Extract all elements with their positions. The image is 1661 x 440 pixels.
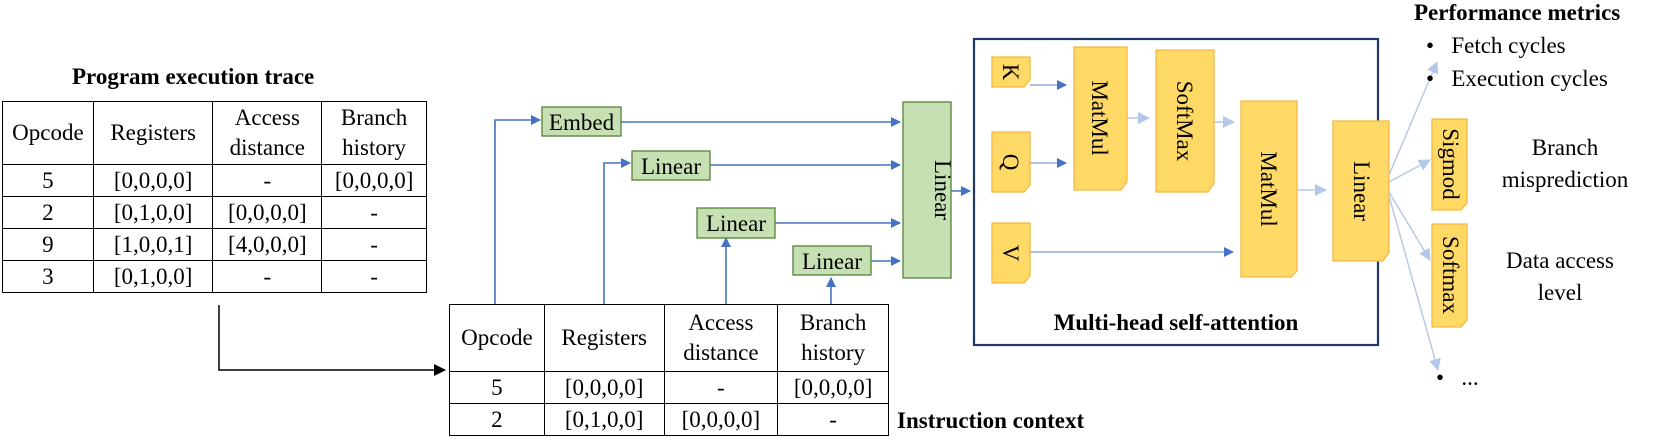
table-row: 5 [0,0,0,0] - [0,0,0,0] bbox=[2, 164, 427, 197]
branch-label-line1: Branch bbox=[1531, 135, 1599, 160]
metric-bullet-fetch: • Fetch cycles bbox=[1426, 33, 1566, 58]
table-cell: [0,1,0,0] bbox=[92, 196, 214, 229]
fanout-to-sigmoid-arrow bbox=[1388, 159, 1431, 183]
metric-bullet-more: • ... bbox=[1436, 365, 1479, 390]
table-cell: - bbox=[212, 260, 323, 293]
context-header-registers: Registers bbox=[543, 304, 665, 372]
k-label: K bbox=[998, 64, 1023, 81]
linear-branch-box bbox=[792, 245, 872, 276]
table-cell: [0,0,0,0] bbox=[212, 196, 323, 229]
linear-merge-box bbox=[902, 101, 952, 279]
table-cell: [0,0,0,0] bbox=[777, 371, 889, 404]
branch-label-line2: misprediction bbox=[1501, 167, 1629, 193]
matmul1-box bbox=[1073, 46, 1128, 191]
table-cell: 5 bbox=[449, 371, 545, 404]
trace-header-row: Opcode Registers Access distance Branch … bbox=[2, 101, 427, 165]
trace-to-context-arrow bbox=[218, 305, 446, 376]
table-row: 2 [0,1,0,0] [0,0,0,0] - bbox=[449, 403, 889, 436]
table-row: 9 [1,0,0,1] [4,0,0,0] - bbox=[2, 228, 427, 261]
table-cell: [0,0,0,0] bbox=[92, 164, 214, 197]
data-access-level-label: Data access level bbox=[1470, 245, 1650, 309]
table-cell: [0,0,0,0] bbox=[663, 403, 779, 436]
table-cell: - bbox=[777, 403, 889, 436]
opcode-to-embed-arrow bbox=[494, 115, 541, 304]
table-cell: [0,1,0,0] bbox=[92, 260, 214, 293]
table-cell: [4,0,0,0] bbox=[212, 228, 323, 261]
fanout-to-softmax-arrow bbox=[1388, 191, 1431, 261]
matmul2-label: MatMul bbox=[1256, 151, 1281, 226]
registers-to-linear-arrow bbox=[603, 158, 631, 304]
trace-title: Program execution trace bbox=[72, 64, 315, 89]
table-row: 5 [0,0,0,0] - [0,0,0,0] bbox=[449, 371, 889, 404]
softmax-label: SoftMax bbox=[1172, 81, 1197, 162]
linear-merge-label: Linear bbox=[930, 160, 955, 220]
sigmoid-head-box bbox=[1431, 118, 1468, 211]
linear-registers-box bbox=[631, 150, 711, 181]
data-label-line1: Data access bbox=[1506, 248, 1614, 273]
metric-exec-label: Execution cycles bbox=[1451, 66, 1608, 91]
table-cell: 5 bbox=[2, 164, 94, 197]
metrics-title: Performance metrics bbox=[1414, 0, 1621, 25]
softmax-box bbox=[1155, 49, 1215, 193]
attention-title: Multi-head self-attention bbox=[1054, 310, 1299, 335]
embed-box bbox=[541, 106, 622, 137]
table-cell: 2 bbox=[449, 403, 545, 436]
table-cell: 3 bbox=[2, 260, 94, 293]
table-cell: - bbox=[663, 371, 779, 404]
linear-branch-label: Linear bbox=[802, 249, 862, 274]
softmax-head-box bbox=[1431, 223, 1468, 328]
branch-misprediction-label: Branch misprediction bbox=[1475, 132, 1655, 196]
q-label: Q bbox=[998, 154, 1023, 171]
linear-access-box bbox=[696, 207, 776, 239]
data-label-line2: level bbox=[1537, 280, 1583, 306]
context-header-access: Access distance bbox=[663, 304, 779, 372]
context-header-branch: Branch history bbox=[777, 304, 889, 372]
fanout-to-metrics-arrow bbox=[1388, 61, 1439, 176]
v-label: V bbox=[998, 245, 1023, 262]
table-cell: 2 bbox=[2, 196, 94, 229]
linear-access-label: Linear bbox=[706, 211, 766, 236]
k-box bbox=[991, 56, 1031, 88]
table-cell: [0,0,0,0] bbox=[543, 371, 665, 404]
table-cell: - bbox=[321, 228, 427, 261]
table-cell: [1,0,0,1] bbox=[92, 228, 214, 261]
metric-bullet-exec: • Execution cycles bbox=[1426, 66, 1608, 91]
trace-header-branch: Branch history bbox=[321, 101, 427, 165]
context-title: Instruction context bbox=[897, 408, 1085, 433]
trace-header-opcode: Opcode bbox=[2, 101, 94, 165]
matmul1-label: MatMul bbox=[1087, 80, 1112, 155]
softmax-head-label: Softmax bbox=[1438, 236, 1463, 314]
matmul2-box bbox=[1240, 100, 1298, 278]
q-box bbox=[991, 131, 1031, 193]
table-cell: [0,0,0,0] bbox=[321, 164, 427, 197]
embed-label: Embed bbox=[549, 110, 615, 135]
context-header-opcode: Opcode bbox=[449, 304, 545, 372]
trace-table: Opcode Registers Access distance Branch … bbox=[2, 101, 427, 293]
metric-fetch-label: Fetch cycles bbox=[1451, 33, 1566, 58]
attention-linear-label: Linear bbox=[1349, 161, 1374, 221]
v-box bbox=[991, 222, 1031, 284]
table-row: 3 [0,1,0,0] - - bbox=[2, 260, 427, 293]
table-row: 2 [0,1,0,0] [0,0,0,0] - bbox=[2, 196, 427, 229]
linear-registers-label: Linear bbox=[641, 154, 701, 179]
metric-more-label: ... bbox=[1461, 365, 1479, 390]
trace-header-access: Access distance bbox=[212, 101, 323, 165]
table-cell: - bbox=[321, 260, 427, 293]
attention-linear-box bbox=[1332, 120, 1390, 262]
table-cell: - bbox=[212, 164, 323, 197]
sigmoid-head-label: Sigmod bbox=[1438, 128, 1463, 200]
table-cell: 9 bbox=[2, 228, 94, 261]
fanout-to-more-arrow bbox=[1388, 195, 1441, 371]
context-table: Opcode Registers Access distance Branch … bbox=[449, 304, 889, 436]
table-cell: - bbox=[321, 196, 427, 229]
context-header-row: Opcode Registers Access distance Branch … bbox=[449, 304, 889, 372]
trace-header-registers: Registers bbox=[92, 101, 214, 165]
table-cell: [0,1,0,0] bbox=[543, 403, 665, 436]
